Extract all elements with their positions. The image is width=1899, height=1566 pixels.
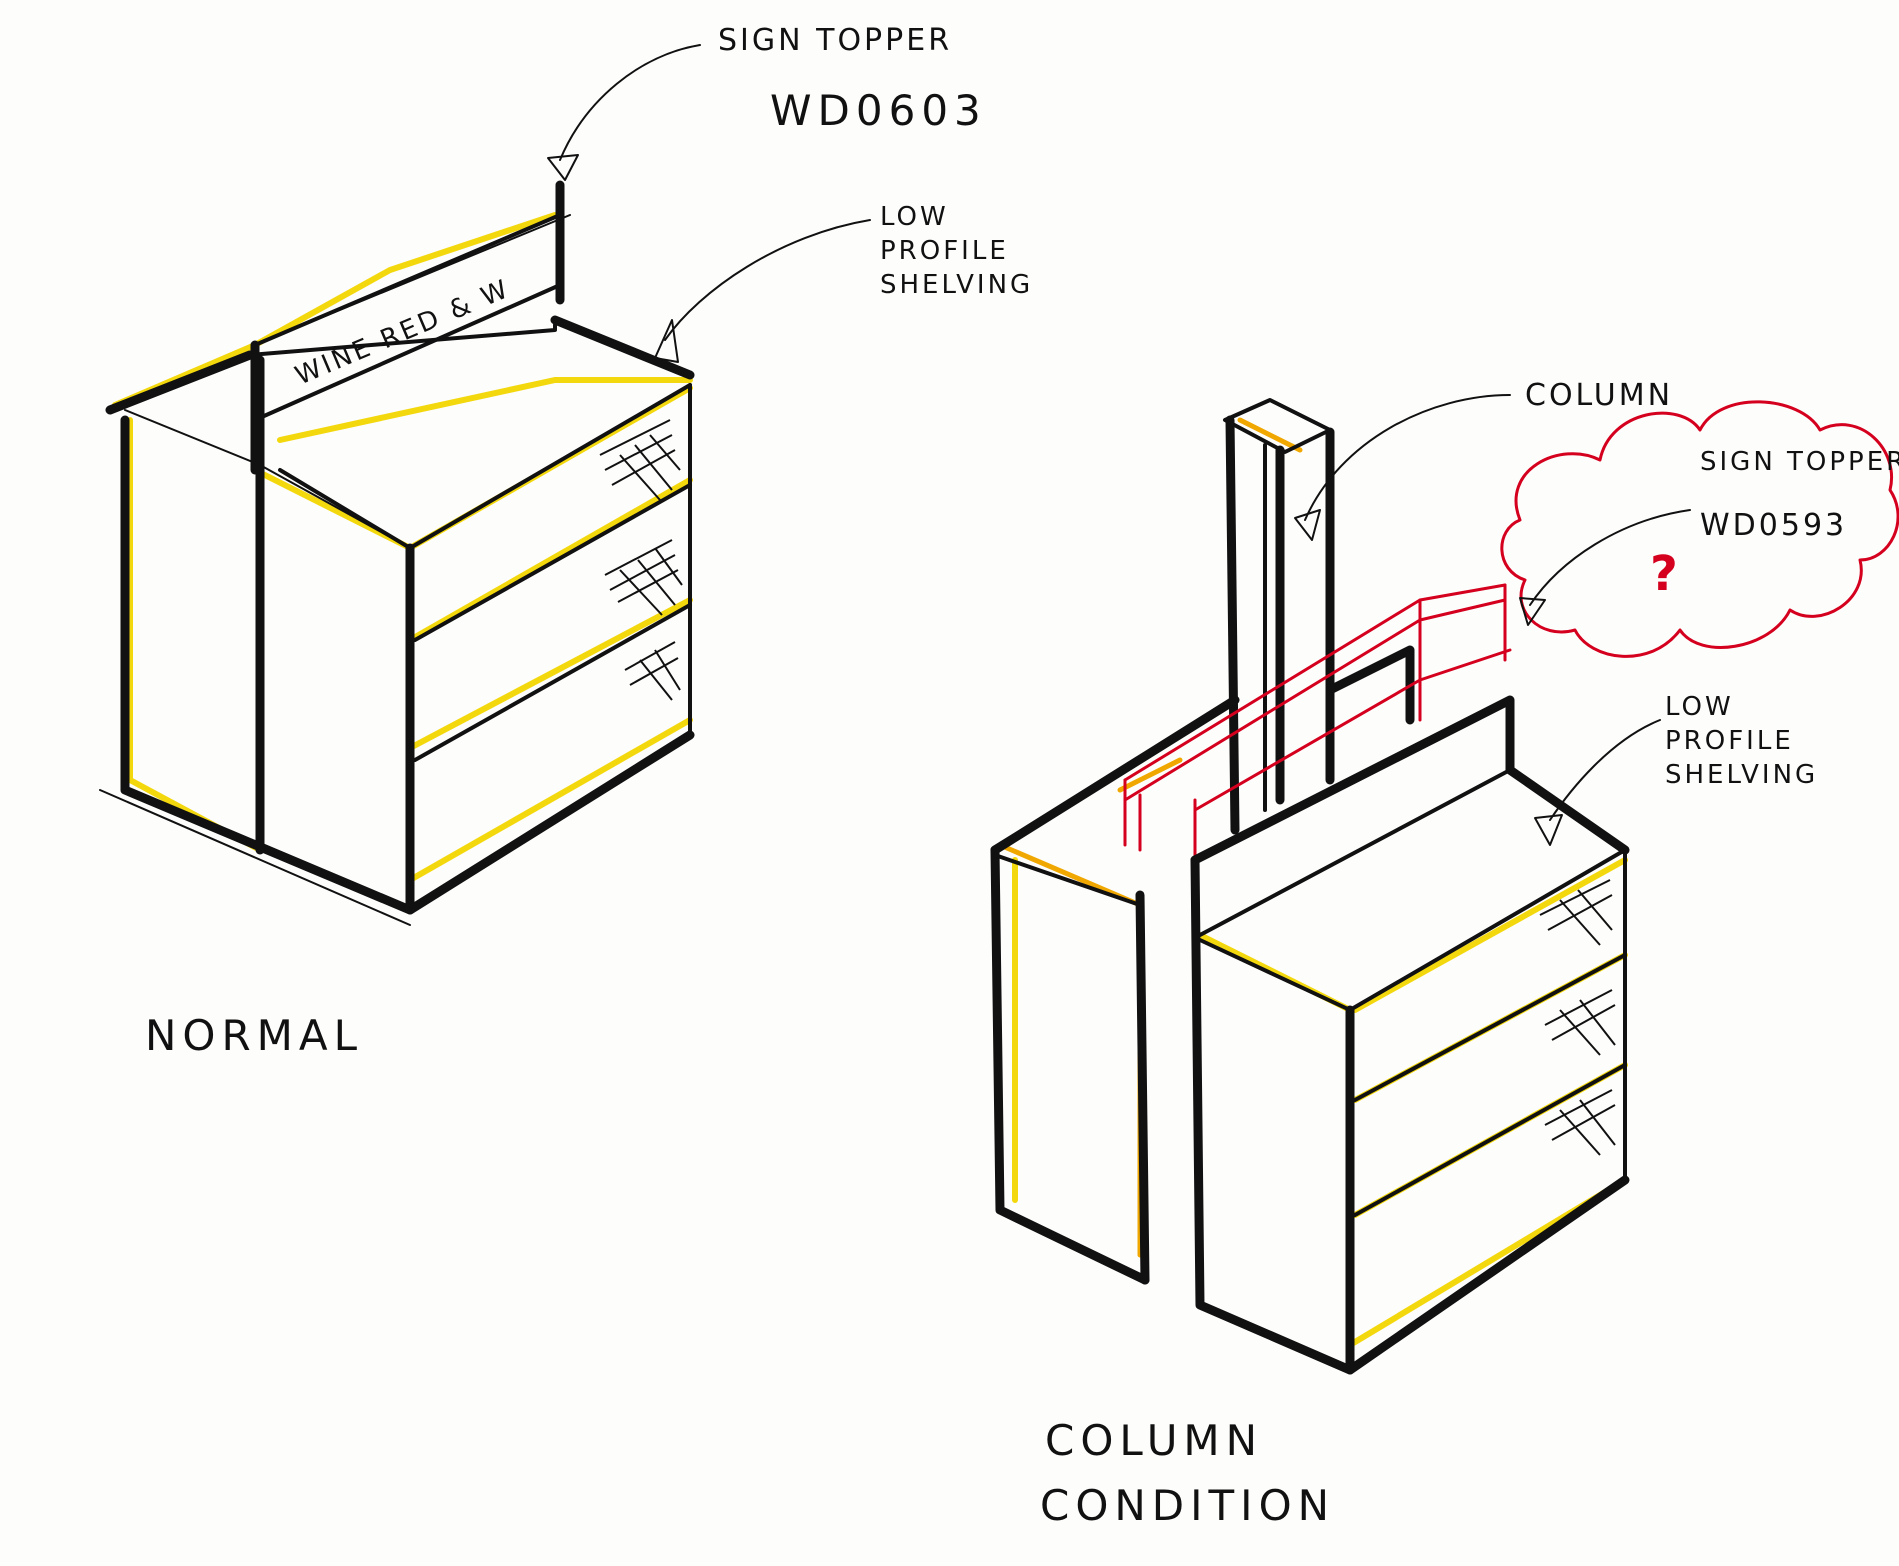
normal-shelving-pointer bbox=[654, 219, 871, 363]
normal-cabinet-outline bbox=[99, 315, 695, 926]
column-label: COLUMN bbox=[1525, 378, 1673, 413]
column bbox=[1223, 398, 1415, 835]
normal-shelving-label: LOW PROFILE SHELVING bbox=[880, 202, 1034, 300]
normal-sign-topper-label: SIGN TOPPER bbox=[718, 23, 952, 58]
column-condition-unit: COLUMN ? SIGN TOPPER WD0593 LOW PROFILE … bbox=[990, 378, 1899, 1530]
column-shelf-hatching bbox=[1539, 879, 1616, 1156]
column-caption-line1: COLUMN bbox=[1045, 1416, 1263, 1465]
column-shelving-pointer bbox=[1534, 719, 1661, 846]
normal-sign-topper-callout: SIGN TOPPER WD0603 bbox=[718, 23, 987, 135]
normal-shelving-unit: WINE RED & W SIGN TOPPER WD0603 LOW PROF… bbox=[99, 23, 1034, 1060]
normal-shelf-hatching bbox=[599, 419, 683, 701]
revision-cloud: ? SIGN TOPPER WD0593 bbox=[1500, 400, 1899, 658]
column-sign-topper-label: SIGN TOPPER bbox=[1700, 447, 1899, 477]
column-right-cabinet bbox=[1190, 695, 1630, 1375]
red-sign-topper bbox=[1123, 583, 1512, 862]
normal-caption: NORMAL bbox=[145, 1011, 363, 1060]
column-sign-topper-pointer bbox=[1519, 509, 1691, 626]
column-sign-topper-code: WD0593 bbox=[1700, 508, 1847, 543]
normal-sign-text: WINE RED & W bbox=[291, 274, 515, 392]
column-caption-line2: CONDITION bbox=[1040, 1481, 1335, 1530]
revision-question-mark: ? bbox=[1650, 546, 1678, 602]
column-left-cabinet bbox=[990, 695, 1240, 1285]
column-pointer bbox=[1294, 394, 1511, 541]
column-shelving-label: LOW PROFILE SHELVING bbox=[1665, 692, 1819, 790]
normal-sign-topper-pointer bbox=[547, 44, 701, 181]
column-shelving-callout: LOW PROFILE SHELVING bbox=[1665, 692, 1819, 790]
normal-sign-topper-code: WD0603 bbox=[770, 86, 987, 135]
normal-shelving-callout: LOW PROFILE SHELVING bbox=[880, 202, 1034, 300]
